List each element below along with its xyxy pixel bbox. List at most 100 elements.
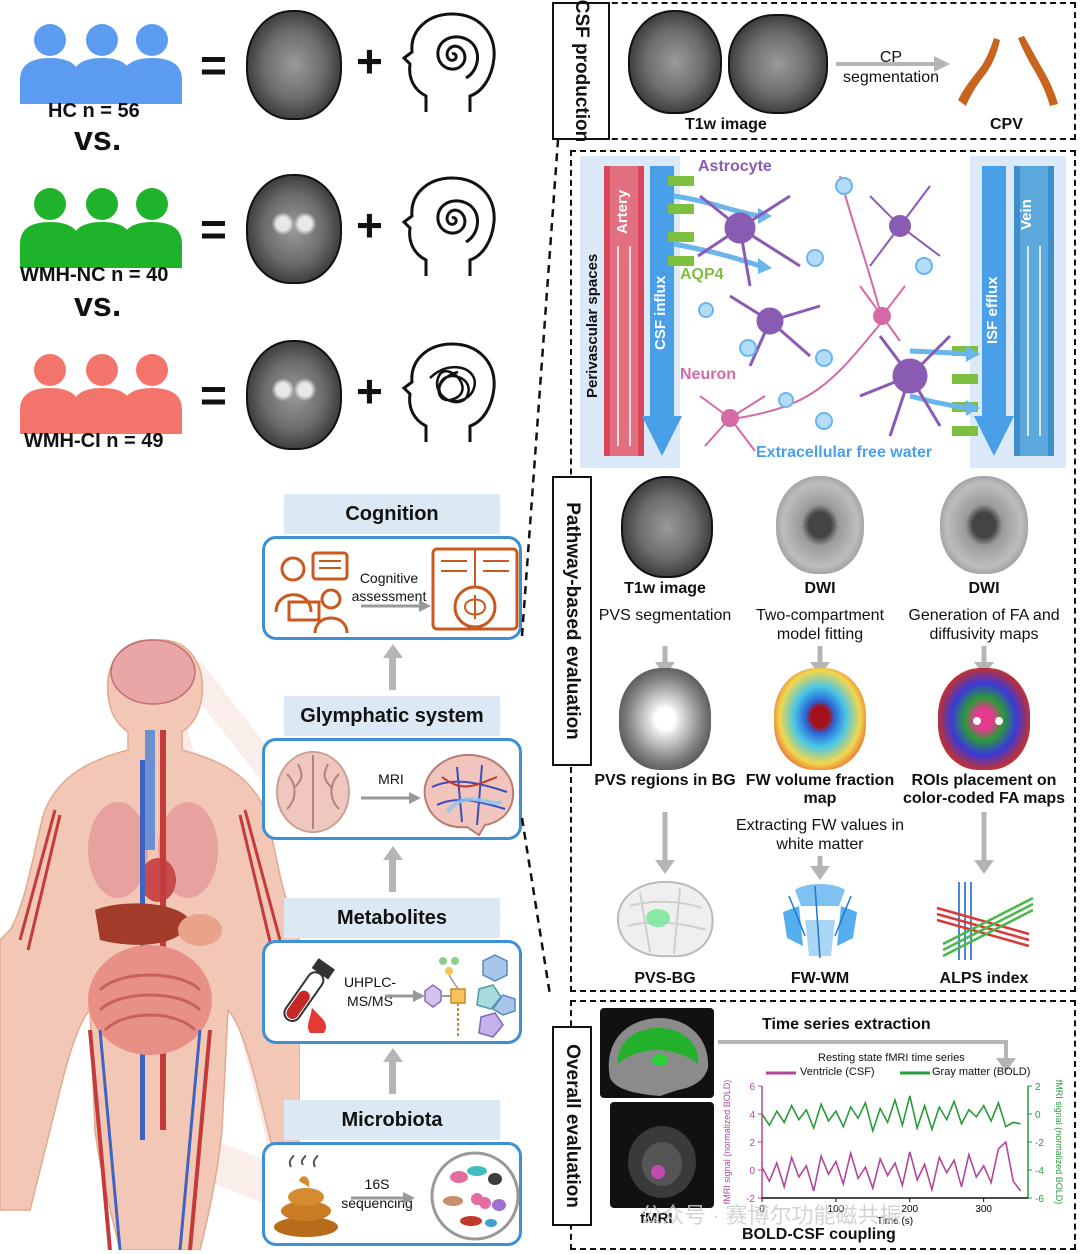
isf-efflux-label: ISF efflux: [984, 276, 1001, 344]
microbiota-panel: 16S sequencing: [262, 1142, 522, 1246]
coupling-label: BOLD-CSF coupling: [742, 1226, 896, 1243]
overall-label: Overall evaluation: [552, 1026, 592, 1226]
y-tick-label-right: -6: [1035, 1194, 1044, 1205]
pathway-mid-label: ROIs placement on color-coded FA maps: [902, 772, 1066, 807]
vs-label: vs.: [74, 286, 122, 324]
chart-title: Resting state fMRI time series: [818, 1052, 965, 1064]
dwi-brain-image: [940, 476, 1028, 574]
vein-label: Vein: [1018, 199, 1035, 230]
t1w-label: T1w image: [685, 116, 767, 133]
arrow-icon: [361, 600, 431, 612]
y-tick-label-right: -4: [1035, 1166, 1044, 1177]
fw-volume-map-image: [774, 668, 866, 770]
group-label: WMH-CI n = 49: [24, 430, 164, 452]
fmri-label: fMRI: [640, 1210, 673, 1227]
group-label: WMH-NC n = 40: [20, 264, 169, 286]
vs-label: vs.: [74, 120, 122, 158]
trachea: [145, 730, 155, 850]
y-tick-label-left: 4: [749, 1110, 755, 1121]
flair-brain-image: [246, 340, 342, 450]
series-line-csf: [761, 1140, 1022, 1193]
sagittal-fmri-image: [600, 1008, 714, 1098]
plus-sign: +: [356, 35, 383, 87]
pathway-step2-label: Extracting FW values in white matter: [735, 817, 905, 853]
arrow-icon: [836, 56, 950, 72]
spiral-mind-head-icon: [401, 176, 496, 276]
legend-csf: Ventricle (CSF): [800, 1066, 875, 1078]
neuron-label: Neuron: [680, 366, 736, 383]
down-arrow-icon: [974, 812, 994, 874]
group-people-icon: [20, 188, 182, 268]
fa-color-map-image: [938, 668, 1030, 770]
heart: [140, 858, 176, 902]
brain-axial-icon: [276, 751, 350, 833]
down-arrow-icon: [655, 812, 675, 874]
stool-icon: [274, 1155, 338, 1237]
intestines: [88, 945, 212, 1055]
pathway-mid-label: FW volume fraction map: [745, 772, 895, 807]
group-people-icon: [20, 24, 182, 104]
metabolite-structures-icon: [424, 954, 516, 1038]
equals-sign: =: [200, 203, 227, 255]
uhplc-label: UHPLC- MS/MS: [343, 974, 397, 1009]
alps-index-diagram: [936, 882, 1034, 960]
clinician-icon: [274, 551, 349, 633]
free-water-label: Extracellular free water: [756, 444, 933, 461]
plus-sign: +: [356, 199, 383, 251]
glymphatic-title: Glymphatic system: [284, 696, 500, 736]
glymphatic-panel: MRI: [262, 738, 522, 840]
y-tick-label-right: -2: [1035, 1138, 1044, 1149]
x-tick-label: 0: [759, 1204, 765, 1215]
y-tick-label-right: 0: [1035, 1110, 1041, 1121]
cognition-title: Cognition: [284, 494, 500, 534]
flair-brain-image: [246, 174, 342, 284]
pathway-input-label: T1w image: [624, 580, 706, 597]
arrow-icon: [351, 1192, 415, 1204]
y-tick-label-left: 2: [749, 1138, 755, 1149]
pathway-step-label: Generation of FA and diffusivity maps: [908, 607, 1060, 643]
microbiota-title: Microbiota: [284, 1100, 500, 1140]
equals-sign: =: [200, 39, 227, 91]
metabolites-panel: UHPLC- MS/MS: [262, 940, 522, 1044]
blood-tube-icon: [283, 958, 335, 1033]
pathway-step-label: PVS segmentation: [598, 607, 732, 624]
lungs-left: [88, 802, 148, 898]
ts-extraction-label: Time series extraction: [762, 1016, 931, 1033]
pathway-input-label: DWI: [968, 580, 1000, 597]
artery-label: Artery: [614, 189, 631, 234]
t1w-brain-image: [621, 476, 713, 578]
csf-production-label: CSF production: [552, 0, 610, 142]
group-label: HC n = 56: [48, 100, 140, 122]
flair-brain-image: [246, 10, 342, 120]
tangled-mind-head-icon: [401, 342, 496, 442]
arrow-icon: [385, 990, 425, 1002]
connector-lines: [520, 139, 560, 996]
spiral-mind-head-icon: [401, 12, 496, 112]
roi-marker: [972, 716, 981, 725]
x-tick-label: 100: [828, 1204, 845, 1215]
up-arrow: [383, 846, 403, 860]
equals-sign: =: [200, 369, 227, 421]
y-tick-label-left: 0: [749, 1166, 755, 1177]
roi-marker: [995, 716, 1004, 725]
pathway-step-label: Two-compartment model fitting: [755, 607, 885, 643]
pathway-output-label: ALPS index: [939, 970, 1029, 987]
up-arrow: [383, 644, 403, 658]
pathway-output-label: PVS-BG: [634, 970, 696, 987]
x-tick-label: 200: [901, 1204, 918, 1215]
y-axis-label-right: fMRI signal (normalized BOLD): [1054, 1080, 1064, 1205]
pathway-mid-label: PVS regions in BG: [594, 772, 736, 789]
legend-gm: Gray matter (BOLD): [932, 1066, 1031, 1078]
mri-label: MRI: [378, 771, 404, 787]
liver: [95, 903, 190, 945]
y-axis-label-left: fMRI signal (normalized BOLD): [722, 1080, 732, 1205]
group-people-icon: [20, 354, 182, 434]
csf-influx-label: CSF influx: [652, 275, 669, 350]
perivascular-label: Perivascular spaces: [584, 253, 601, 398]
watermark: 公众号 · 赛博尔功能磁共振: [640, 1203, 902, 1228]
down-arrow-icon: [810, 856, 830, 880]
cpv-label: CPV: [990, 116, 1023, 133]
t1w-axial-brain: [628, 10, 722, 114]
pvs-map-image: [619, 668, 711, 770]
